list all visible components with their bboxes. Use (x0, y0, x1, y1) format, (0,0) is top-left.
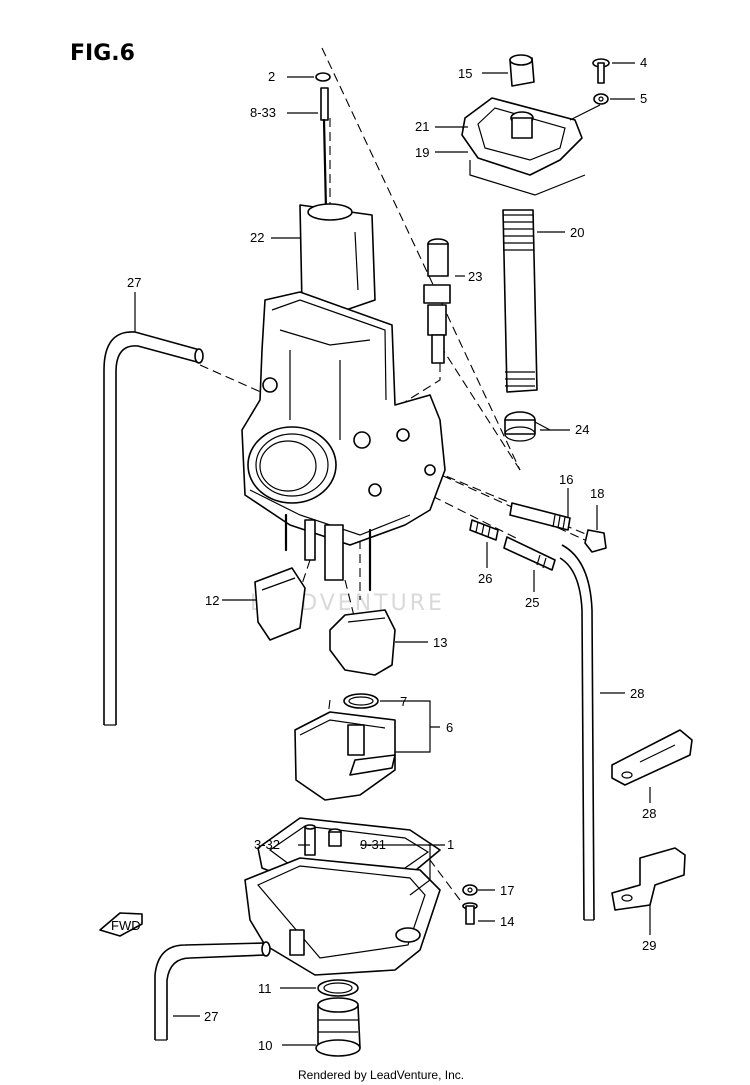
leader-lines (134, 62, 651, 1046)
callout-18: 18 (590, 486, 604, 501)
callout-17: 15 (458, 66, 472, 81)
hose-28-right (559, 544, 595, 921)
callout-16: 16 (559, 472, 573, 487)
callout-13: 13 (433, 635, 447, 650)
nut-18 (584, 529, 607, 553)
fuel-valve-assembly (294, 711, 396, 801)
spring-26 (469, 519, 499, 541)
bracket-30 (611, 847, 686, 911)
callout-15: 17 (500, 883, 514, 898)
oring-7 (343, 693, 379, 709)
screw-25 (503, 536, 556, 571)
callout-21: 21 (415, 119, 429, 134)
callout-24: 24 (575, 422, 589, 437)
callout-8-33: 8-33 (250, 105, 276, 120)
screw-16 (509, 502, 571, 531)
callout-9-31: 9-31 (360, 837, 386, 852)
callout-6: 6 (446, 720, 453, 735)
callout-25: 25 (525, 595, 539, 610)
throttle-valve (299, 203, 376, 313)
callout-29: 28 (642, 806, 656, 821)
callout-30: 29 (642, 938, 656, 953)
oring-11 (317, 979, 359, 997)
callout-28-right: 28 (630, 686, 644, 701)
callout-27: 27 (204, 1009, 218, 1024)
forward-arrow-label: FWD (111, 918, 141, 933)
hose-27 (154, 941, 271, 1041)
carburetor-body (241, 291, 446, 592)
callout-1: 1 (447, 837, 454, 852)
callout-4: 4 (640, 55, 647, 70)
callout-10: 10 (258, 1038, 272, 1053)
callout-19: 19 (415, 145, 429, 160)
slide-spring (502, 209, 538, 393)
callout-26: 26 (478, 571, 492, 586)
footer-credit: Rendered by LeadVenture, Inc. (298, 1068, 464, 1082)
forward-arrow: FWD (99, 912, 143, 937)
drain-plug-10 (315, 997, 361, 1057)
washer-15 (462, 884, 478, 896)
callout-28-left: 27 (127, 275, 141, 290)
callout-numbers: 2 8-33 22 23 15 4 5 21 19 20 24 16 18 26… (127, 55, 656, 1053)
callout-11: 11 (258, 981, 272, 996)
top-cap (509, 54, 535, 87)
callout-22: 22 (250, 230, 264, 245)
callout-14: 14 (500, 914, 514, 929)
bracket-29 (611, 729, 693, 786)
top-cover (461, 97, 601, 196)
clamp-24 (504, 411, 551, 442)
hose-28-left (103, 331, 204, 726)
jet-needle (320, 87, 329, 212)
screw-14 (462, 902, 478, 925)
float-12 (254, 567, 306, 641)
jet-3-32 (304, 824, 316, 856)
float-13 (329, 609, 396, 676)
washer-5 (593, 93, 609, 105)
callout-23: 23 (468, 269, 482, 284)
screw-4 (592, 58, 610, 84)
jet-9-31 (328, 828, 342, 847)
callout-3-32: 3-32 (254, 837, 280, 852)
assembly-lines (199, 47, 606, 901)
needle-clip (315, 72, 331, 82)
callout-2: 2 (268, 69, 275, 84)
callout-7: 7 (400, 694, 407, 709)
float-bowl (244, 857, 441, 976)
air-screw (423, 238, 451, 364)
figure-title: FIG.6 (70, 41, 135, 66)
callout-12: 12 (205, 593, 219, 608)
callout-20: 20 (570, 225, 584, 240)
callout-5: 5 (640, 91, 647, 106)
